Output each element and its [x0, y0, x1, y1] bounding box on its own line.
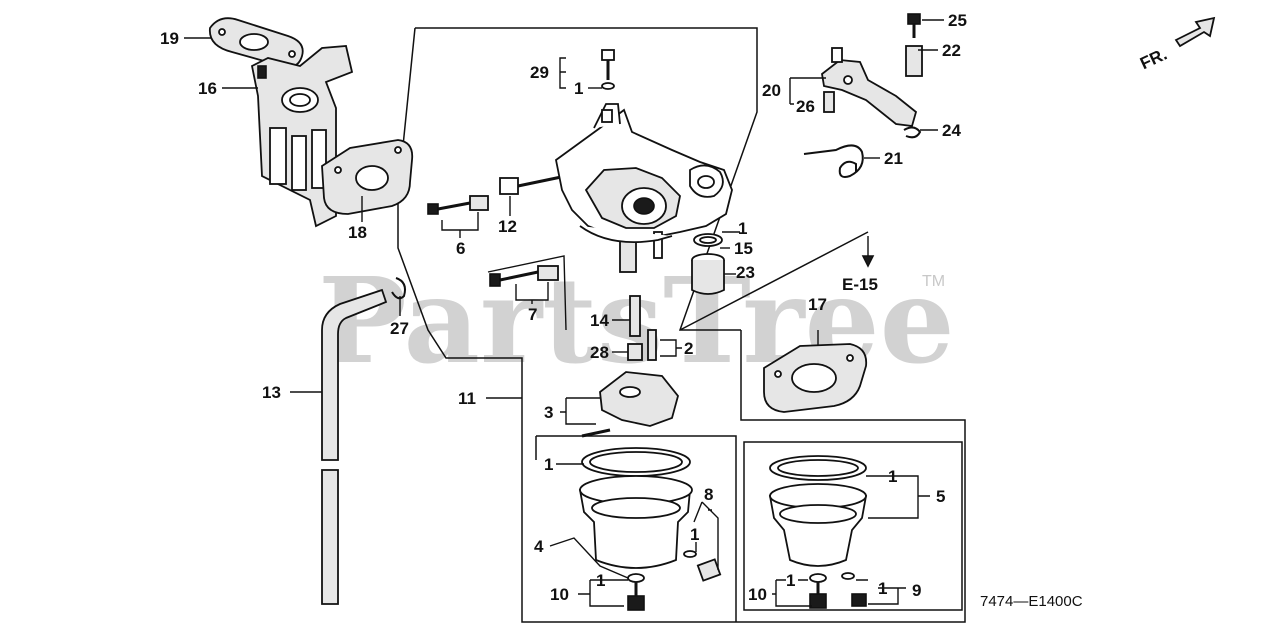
direction-label: FR. — [1137, 44, 1170, 73]
callout-22: 22 — [942, 41, 961, 60]
part-screw-29 — [601, 49, 615, 90]
carburetor-body — [555, 103, 733, 273]
trademark-text: TM — [922, 273, 945, 290]
part-clip-24 — [903, 126, 922, 139]
callout-1-top: 1 — [574, 79, 583, 98]
callout-4: 4 — [534, 537, 544, 556]
callout-28: 28 — [590, 343, 609, 362]
reference-e15: E-15 — [842, 236, 878, 294]
callout-19: 19 — [160, 29, 179, 48]
callout-1-bowl-right-screw: 1 — [878, 579, 887, 598]
part-washer-15 — [693, 233, 723, 247]
callout-16: 16 — [198, 79, 217, 98]
part-screw-12 — [499, 174, 567, 195]
part-collar-22 — [905, 45, 923, 77]
callout-1-bowl-right: 1 — [888, 467, 897, 486]
callout-26: 26 — [796, 97, 815, 116]
callout-12: 12 — [498, 217, 517, 236]
callout-18: 18 — [348, 223, 367, 242]
callout-27: 27 — [390, 319, 409, 338]
part-spring-28 — [627, 343, 643, 361]
part-holder-23 — [691, 253, 725, 295]
callout-17: 17 — [808, 295, 827, 314]
part-bowl-4 — [578, 447, 722, 611]
part-float-3 — [581, 371, 679, 438]
callout-13: 13 — [262, 383, 281, 402]
callout-11: 11 — [458, 389, 476, 408]
callout-8: 8 — [704, 485, 713, 504]
callout-5: 5 — [936, 487, 945, 506]
callout-20: 20 — [762, 81, 781, 100]
leader-lines — [184, 19, 944, 607]
callout-9: 9 — [912, 581, 921, 600]
part-spring-21 — [803, 144, 864, 178]
callout-2: 2 — [684, 339, 693, 358]
callout-1-bowl-drain: 1 — [690, 525, 699, 544]
part-clip-27 — [391, 277, 406, 300]
callout-23: 23 — [736, 263, 755, 282]
part-bowl-5 — [768, 455, 868, 609]
callout-15: 15 — [734, 239, 753, 258]
callout-29: 29 — [530, 63, 549, 82]
callout-1-mid: 1 — [738, 219, 747, 238]
callout-1-bowl-right-washer: 1 — [786, 571, 795, 590]
part-gasket-18 — [321, 139, 414, 215]
part-tube-13 — [321, 288, 388, 605]
part-gasket-17 — [763, 343, 868, 413]
callout-1-bowl-left-washer: 1 — [596, 571, 605, 590]
part-jet-2 — [647, 329, 657, 361]
part-gasket-19 — [209, 17, 304, 68]
direction-indicator: FR. — [1137, 16, 1216, 73]
callout-14: 14 — [590, 311, 609, 330]
callout-25: 25 — [948, 11, 967, 30]
callout-10-left: 10 — [550, 585, 569, 604]
part-pin-26 — [823, 91, 835, 113]
arrow-up-right-icon — [1174, 16, 1216, 48]
part-lever-20 — [821, 47, 918, 127]
part-jet-14 — [629, 295, 641, 337]
callout-24: 24 — [942, 121, 961, 140]
callout-21: 21 — [884, 149, 903, 168]
reference-label: E-15 — [842, 275, 878, 294]
diagram-code: 7474—E1400C — [980, 593, 1083, 610]
callouts: 19 16 18 13 27 6 12 7 29 1 14 28 2 1 15 … — [160, 11, 967, 604]
part-screw-25 — [907, 13, 921, 38]
part-screw-7 — [487, 255, 567, 331]
callout-1-bowl-left: 1 — [544, 455, 553, 474]
callout-7: 7 — [528, 305, 537, 324]
callout-10-right: 10 — [748, 585, 767, 604]
callout-3: 3 — [544, 403, 553, 422]
callout-6: 6 — [456, 239, 465, 258]
part-screws-6 — [427, 195, 489, 215]
